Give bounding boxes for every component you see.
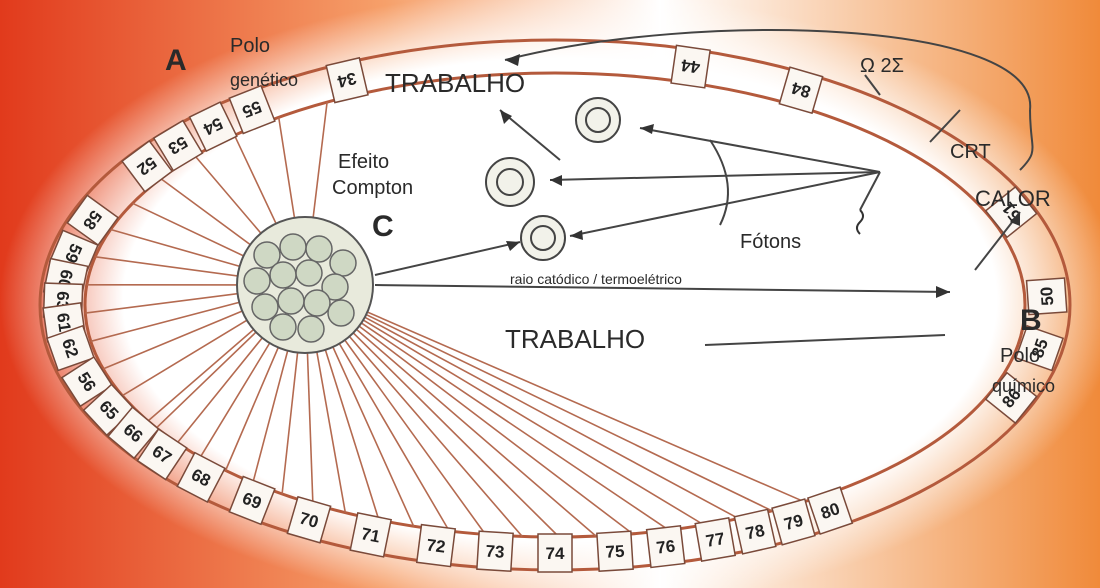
pole-b-letter: B — [1020, 304, 1042, 337]
nucleon — [278, 288, 304, 314]
nucleon — [270, 314, 296, 340]
nucleon — [330, 250, 356, 276]
cathode-ray-label: raio catódico / termoelétrico — [510, 271, 682, 287]
ring-cell: 73 — [477, 531, 513, 571]
ring-cell-label: 72 — [425, 535, 446, 556]
photons-label: Fótons — [740, 231, 801, 253]
ring-cell: 75 — [597, 531, 633, 571]
nucleon — [244, 268, 270, 294]
ring-cell: 74 — [538, 534, 572, 572]
compton-line2: Compton — [332, 177, 413, 199]
pole-a-line2: genético — [230, 70, 298, 90]
nucleus — [237, 217, 373, 353]
ring-cell-label: 78 — [744, 521, 767, 544]
center-letter: C — [372, 210, 394, 243]
ring-cell-label: 73 — [485, 542, 505, 562]
nucleon — [280, 234, 306, 260]
ring-cell-label: 74 — [546, 544, 565, 563]
ring-cell: 77 — [695, 518, 735, 561]
nucleon — [328, 300, 354, 326]
nucleon — [296, 260, 322, 286]
nucleon — [306, 236, 332, 262]
work-bottom-label: TRABALHO — [505, 324, 645, 354]
work-top-label: TRABALHO — [385, 68, 525, 98]
ring-cell: 71 — [350, 513, 391, 557]
nucleon — [270, 262, 296, 288]
nucleon — [252, 294, 278, 320]
pole-b-line1: Polo — [1000, 345, 1040, 367]
crt-label: CRT — [950, 141, 991, 163]
nucleon — [304, 290, 330, 316]
pole-a-line1: Polo — [230, 35, 270, 57]
electron-mid — [521, 216, 565, 260]
ring-cell: 78 — [734, 509, 775, 554]
ring-cell-label: 44 — [679, 55, 701, 77]
ring-cell-label: 76 — [655, 537, 676, 558]
heat-label: CALOR — [975, 186, 1051, 211]
compton-line1: Efeito — [338, 151, 389, 173]
electron-top — [576, 98, 620, 142]
pole-a-letter: A — [165, 44, 187, 77]
ring-cell-label: 71 — [359, 524, 381, 546]
pole-b-line2: químico — [992, 376, 1055, 396]
ring-cell: 72 — [417, 525, 455, 567]
electron-compton — [486, 158, 534, 206]
ring-cell: 76 — [647, 526, 685, 568]
ring-label: Ω 2Σ — [860, 55, 904, 77]
nucleon — [298, 316, 324, 342]
ring-cell-label: 77 — [704, 529, 726, 551]
ring-cell-label: 75 — [605, 542, 625, 562]
ring-cell: 44 — [671, 45, 710, 87]
